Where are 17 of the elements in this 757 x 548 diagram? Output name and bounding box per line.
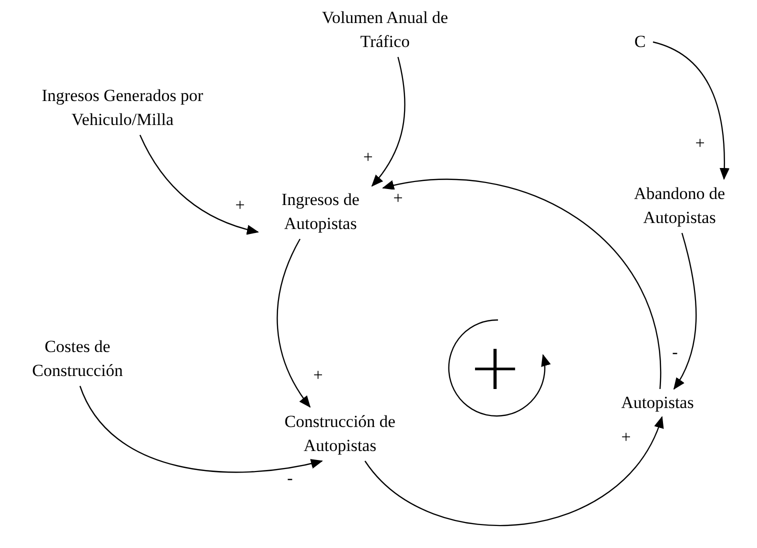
variable-label: C	[634, 31, 646, 54]
causal-arrow	[382, 178, 661, 389]
causal-arrow	[276, 238, 311, 408]
variable-label: Autopistas	[621, 392, 694, 414]
variable-label: Costes de Construcción	[31, 336, 124, 382]
loop-polarity-sign: +	[468, 336, 522, 400]
causal-arrow	[79, 386, 323, 473]
variable-label: Construcción de Autopistas	[284, 411, 396, 457]
causal-arrow	[652, 41, 730, 180]
variable-label: Ingresos de Autopistas	[280, 189, 360, 235]
causal-arrow	[139, 134, 259, 234]
causal-arrow	[371, 56, 406, 187]
variable-label: Abandono de Autopistas	[632, 183, 726, 229]
causal-arrow	[673, 232, 697, 390]
variable-label: Ingresos Generados por Vehiculo/Milla	[40, 85, 204, 131]
variable-label: Volumen Anual de Tráfico	[320, 7, 450, 53]
causal-arrow	[364, 416, 663, 526]
